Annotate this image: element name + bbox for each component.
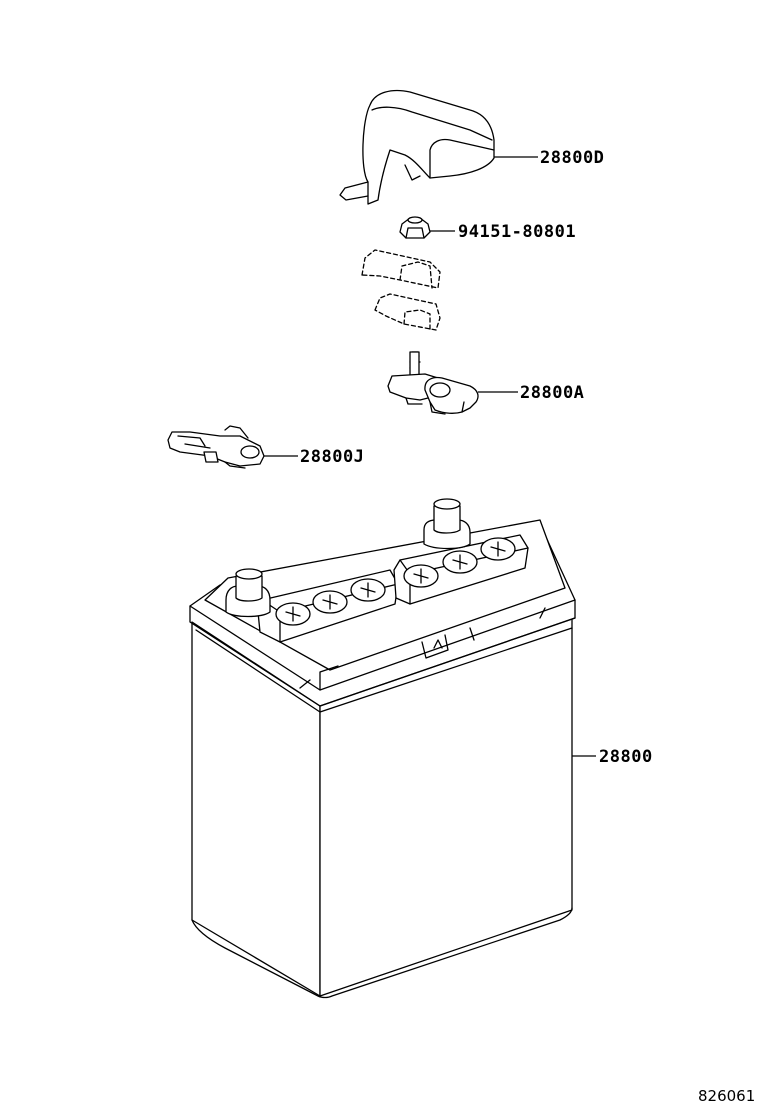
terminal-cover xyxy=(339,89,495,205)
negative-terminal-clamp xyxy=(167,425,265,469)
flange-nut xyxy=(399,216,431,239)
battery xyxy=(189,498,576,999)
part-label-28800j: 28800J xyxy=(300,447,364,467)
part-label-28800: 28800 xyxy=(599,747,653,767)
part-label-94151-80801: 94151-80801 xyxy=(458,222,576,242)
part-label-28800a: 28800A xyxy=(520,383,584,403)
clamp-plates xyxy=(361,249,441,333)
positive-terminal-clamp xyxy=(387,351,479,415)
part-label-28800d: 28800D xyxy=(540,148,604,168)
figure-number: 826061 xyxy=(698,1087,755,1105)
